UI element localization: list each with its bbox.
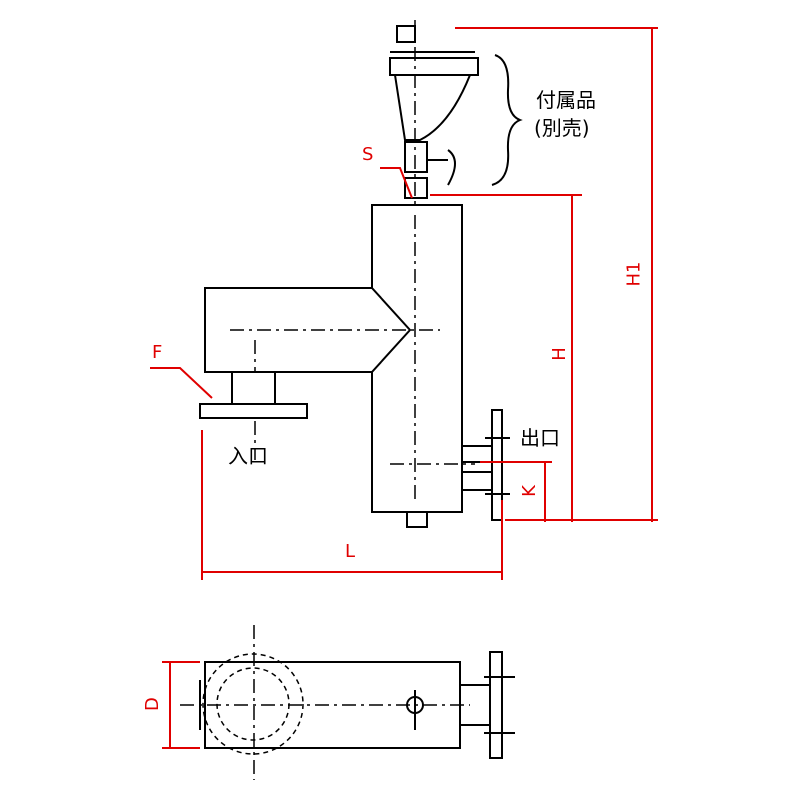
d-label: D <box>141 697 163 711</box>
k-label: K <box>518 485 540 497</box>
plan-view <box>180 625 515 780</box>
outlet-label: 出口 <box>520 426 560 450</box>
strainer-body <box>199 204 510 528</box>
l-label: L <box>345 541 356 562</box>
s-label: S <box>362 144 374 165</box>
h1-label: H1 <box>623 261 645 287</box>
sold-separately-label: (別売) <box>534 116 590 140</box>
accessory-label: 付属品 <box>536 88 596 112</box>
f-label: F <box>152 342 163 363</box>
accessory-brace <box>491 54 523 186</box>
h-label: H <box>548 347 570 361</box>
dimension-lines <box>150 27 658 749</box>
accessory-air-vent <box>389 20 479 205</box>
inlet-label: 入口 <box>228 444 268 468</box>
